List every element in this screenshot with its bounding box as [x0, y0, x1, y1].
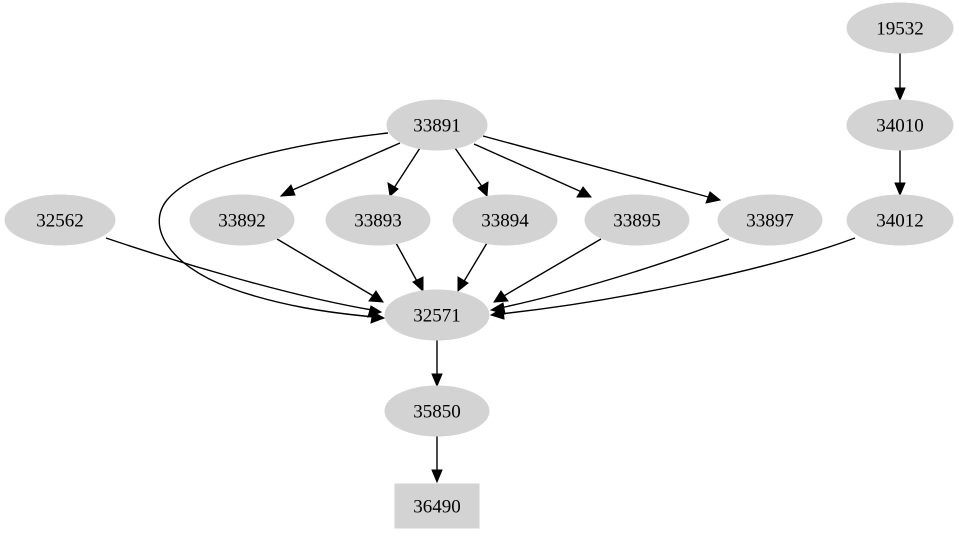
node-shape-rect[interactable] [394, 483, 480, 529]
edge-33891-33894 [454, 147, 489, 198]
node-33891[interactable]: 33891 [386, 99, 488, 151]
edge-33891-33897 [482, 135, 722, 204]
node-34010[interactable]: 34010 [846, 99, 954, 151]
node-36490[interactable]: 36490 [394, 483, 480, 529]
edge-19532-34010 [894, 53, 906, 102]
node-33897[interactable]: 33897 [717, 194, 823, 246]
edge-34010-34012 [894, 150, 906, 197]
edge-33892-32571 [276, 238, 384, 303]
node-shape-ellipse[interactable] [717, 194, 823, 246]
node-33894[interactable]: 33894 [452, 194, 558, 246]
node-33893[interactable]: 33893 [325, 194, 431, 246]
edge-32562-32571 [105, 237, 383, 318]
node-19532[interactable]: 19532 [846, 2, 954, 54]
edge-33895-32571 [493, 238, 602, 303]
node-32562[interactable]: 32562 [4, 194, 116, 246]
edge-33891-33893 [387, 147, 421, 197]
edge-35850-36490 [431, 436, 443, 484]
edge-32571-35850 [431, 340, 443, 388]
node-shape-ellipse[interactable] [846, 99, 954, 151]
edge-33894-32571 [457, 242, 488, 293]
node-shape-ellipse[interactable] [384, 289, 490, 341]
node-32571[interactable]: 32571 [384, 289, 490, 341]
node-shape-ellipse[interactable] [846, 2, 954, 54]
node-shape-ellipse[interactable] [452, 194, 558, 246]
node-shape-ellipse[interactable] [325, 194, 431, 246]
edge-34012-32571 [489, 237, 856, 320]
node-shape-ellipse[interactable] [584, 194, 690, 246]
node-shape-ellipse[interactable] [384, 385, 490, 437]
node-shape-ellipse[interactable] [189, 194, 295, 246]
edge-33897-32571 [489, 238, 730, 315]
node-35850[interactable]: 35850 [384, 385, 490, 437]
node-34012[interactable]: 34012 [846, 194, 954, 246]
node-shape-ellipse[interactable] [846, 194, 954, 246]
edge-layer [105, 53, 906, 484]
node-layer: 19532 34010 34012 33891 32562 [4, 2, 954, 529]
edge-33891-33892 [279, 142, 401, 197]
node-33895[interactable]: 33895 [584, 194, 690, 246]
edge-33893-32571 [395, 242, 424, 293]
node-shape-ellipse[interactable] [386, 99, 488, 151]
node-shape-ellipse[interactable] [4, 194, 116, 246]
edge-33891-33895 [473, 143, 593, 198]
node-33892[interactable]: 33892 [189, 194, 295, 246]
